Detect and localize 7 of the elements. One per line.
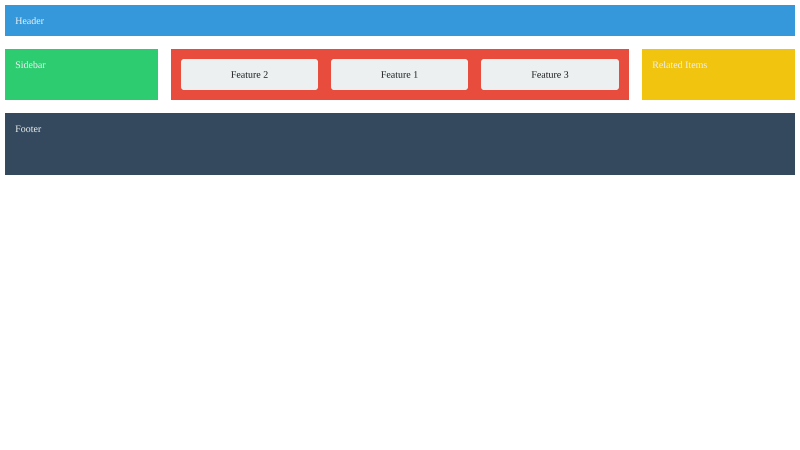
feature-card: Feature 1 bbox=[331, 59, 468, 90]
footer-bar: Footer bbox=[5, 113, 795, 175]
header-bar: Header bbox=[5, 5, 795, 36]
related-items-panel: Related Items bbox=[642, 49, 795, 100]
feature-card: Feature 2 bbox=[181, 59, 318, 90]
sidebar-panel: Sidebar bbox=[5, 49, 158, 100]
feature-card: Feature 3 bbox=[481, 59, 619, 90]
